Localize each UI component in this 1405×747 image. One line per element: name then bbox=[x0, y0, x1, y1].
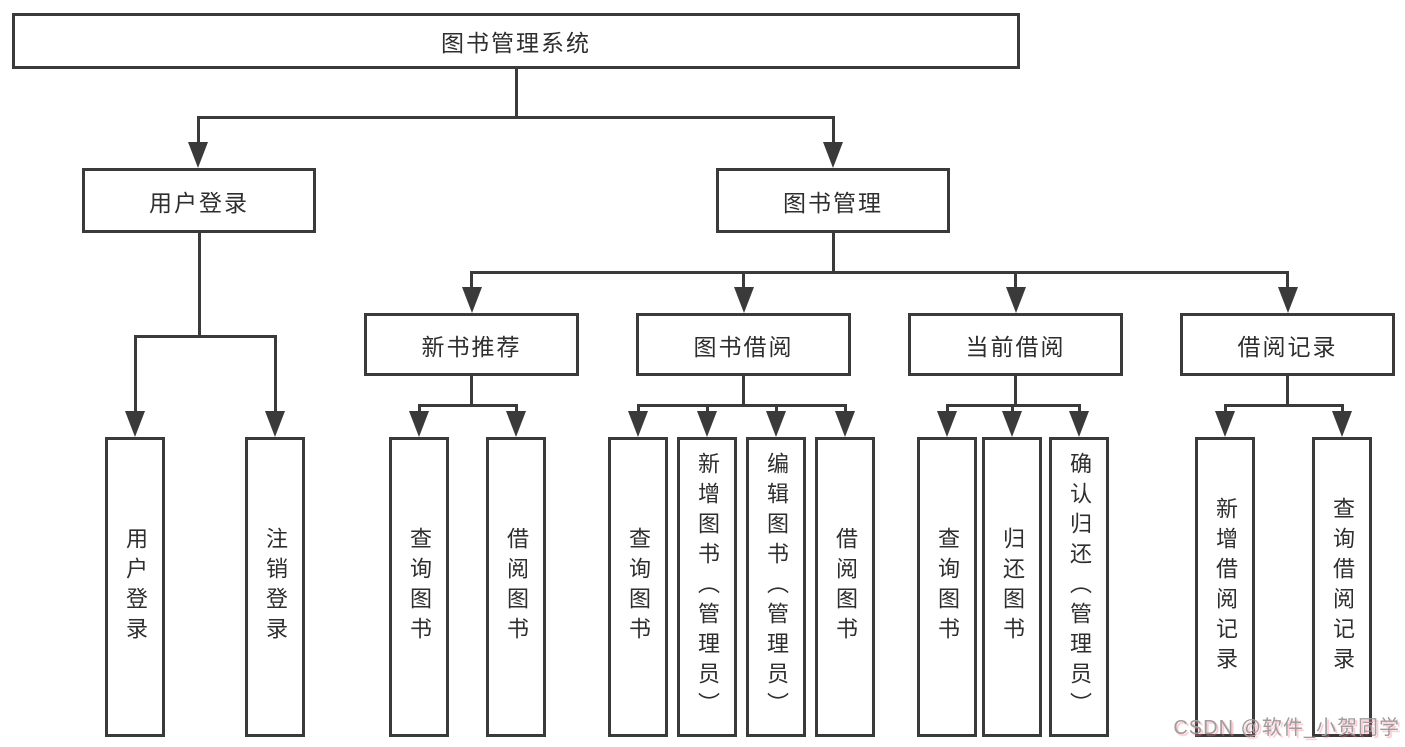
arrowhead-down-icon bbox=[733, 287, 754, 313]
connector-line bbox=[1223, 403, 1344, 407]
connector-line bbox=[1340, 405, 1344, 413]
arrowhead-down-icon bbox=[766, 411, 786, 437]
arrowhead-down-icon bbox=[1005, 287, 1026, 313]
leaf-label: 查询图书 bbox=[407, 527, 432, 647]
arrowhead-down-icon bbox=[823, 142, 843, 168]
node-book-management: 图书管理 bbox=[716, 168, 950, 233]
connector-line bbox=[945, 405, 949, 413]
leaf-user-login: 用户登录 bbox=[105, 437, 165, 737]
connector-line bbox=[1014, 272, 1017, 289]
connector-line bbox=[742, 272, 745, 289]
arrowhead-down-icon bbox=[1277, 287, 1298, 313]
connector-line bbox=[470, 270, 1289, 274]
csdn-watermark: CSDN @软件_小贺同学 bbox=[1173, 717, 1400, 739]
leaf-add-borrow-record: 新增借阅记录 bbox=[1195, 437, 1255, 737]
arrowhead-down-icon bbox=[1002, 411, 1022, 437]
connector-line bbox=[1077, 405, 1081, 413]
connector-line bbox=[636, 405, 640, 413]
arrowhead-down-icon bbox=[461, 287, 482, 313]
arrowhead-down-icon bbox=[188, 142, 208, 168]
connector-line bbox=[1223, 405, 1227, 413]
arrowhead-down-icon bbox=[628, 411, 648, 437]
connector-line bbox=[273, 336, 277, 413]
node-label: 图书借阅 bbox=[693, 333, 794, 360]
node-current-borrowing: 当前借阅 bbox=[908, 313, 1123, 376]
connector-line bbox=[133, 334, 277, 338]
connector-line bbox=[742, 376, 745, 405]
connector-line bbox=[470, 376, 473, 405]
node-label: 当前借阅 bbox=[965, 333, 1066, 360]
node-borrow-records: 借阅记录 bbox=[1180, 313, 1395, 376]
arrowhead-down-icon bbox=[125, 411, 145, 437]
connector-line bbox=[417, 403, 518, 407]
leaf-label: 查询借阅记录 bbox=[1330, 497, 1355, 677]
arrowhead-down-icon bbox=[409, 411, 429, 437]
connector-line bbox=[514, 69, 518, 117]
connector-line bbox=[636, 403, 847, 407]
leaf-label: 借阅图书 bbox=[504, 527, 529, 647]
connector-line bbox=[196, 117, 200, 144]
leaf-borrow-books-recommend: 借阅图书 bbox=[486, 437, 546, 737]
leaf-query-books-borrowing: 查询图书 bbox=[608, 437, 668, 737]
leaf-label: 注销登录 bbox=[263, 527, 288, 647]
node-label: 图书管理 bbox=[783, 189, 883, 216]
connector-line bbox=[831, 117, 835, 144]
connector-line bbox=[514, 405, 518, 413]
arrowhead-down-icon bbox=[835, 411, 855, 437]
node-new-book-recommend: 新书推荐 bbox=[364, 313, 579, 376]
connector-line bbox=[133, 336, 137, 413]
leaf-query-books-recommend: 查询图书 bbox=[389, 437, 449, 737]
leaf-label: 查询图书 bbox=[626, 527, 651, 647]
node-label: 图书管理系统 bbox=[441, 30, 591, 56]
arrowhead-down-icon bbox=[265, 411, 285, 437]
arrowhead-down-icon bbox=[937, 411, 957, 437]
leaf-confirm-return-admin: 确认归还（管理员） bbox=[1049, 437, 1109, 737]
node-book-borrowing: 图书借阅 bbox=[636, 313, 851, 376]
leaf-logout: 注销登录 bbox=[245, 437, 305, 737]
node-label: 新书推荐 bbox=[421, 333, 522, 360]
connector-line bbox=[1014, 376, 1017, 405]
leaf-label: 借阅图书 bbox=[833, 527, 858, 647]
leaf-label: 查询图书 bbox=[935, 527, 960, 647]
node-label: 用户登录 bbox=[149, 189, 249, 216]
leaf-label: 新增图书（管理员） bbox=[695, 452, 720, 722]
arrowhead-down-icon bbox=[1069, 411, 1089, 437]
node-library-management-system: 图书管理系统 bbox=[12, 13, 1020, 69]
connector-line bbox=[470, 272, 473, 289]
connector-line bbox=[831, 233, 835, 272]
leaf-label: 归还图书 bbox=[1000, 527, 1025, 647]
node-label: 借阅记录 bbox=[1237, 333, 1338, 360]
arrowhead-down-icon bbox=[506, 411, 526, 437]
connector-line bbox=[774, 405, 778, 413]
leaf-borrow-books: 借阅图书 bbox=[815, 437, 875, 737]
arrowhead-down-icon bbox=[1332, 411, 1352, 437]
leaf-query-books-current: 查询图书 bbox=[917, 437, 977, 737]
arrowhead-down-icon bbox=[697, 411, 717, 437]
arrowhead-down-icon bbox=[1215, 411, 1235, 437]
connector-line bbox=[197, 233, 201, 336]
connector-line bbox=[196, 115, 835, 119]
node-user-login: 用户登录 bbox=[82, 168, 316, 233]
connector-line bbox=[417, 405, 421, 413]
connector-line bbox=[1286, 376, 1289, 405]
leaf-label: 新增借阅记录 bbox=[1213, 497, 1238, 677]
leaf-add-books-admin: 新增图书（管理员） bbox=[677, 437, 737, 737]
leaf-label: 编辑图书（管理员） bbox=[764, 452, 789, 722]
connector-line bbox=[705, 405, 709, 413]
connector-line bbox=[843, 405, 847, 413]
leaf-label: 确认归还（管理员） bbox=[1067, 452, 1092, 722]
leaf-label: 用户登录 bbox=[123, 527, 148, 647]
connector-line bbox=[1286, 272, 1289, 289]
leaf-query-borrow-record: 查询借阅记录 bbox=[1312, 437, 1372, 737]
connector-line bbox=[1010, 405, 1014, 413]
leaf-return-books: 归还图书 bbox=[982, 437, 1042, 737]
leaf-edit-books-admin: 编辑图书（管理员） bbox=[746, 437, 806, 737]
